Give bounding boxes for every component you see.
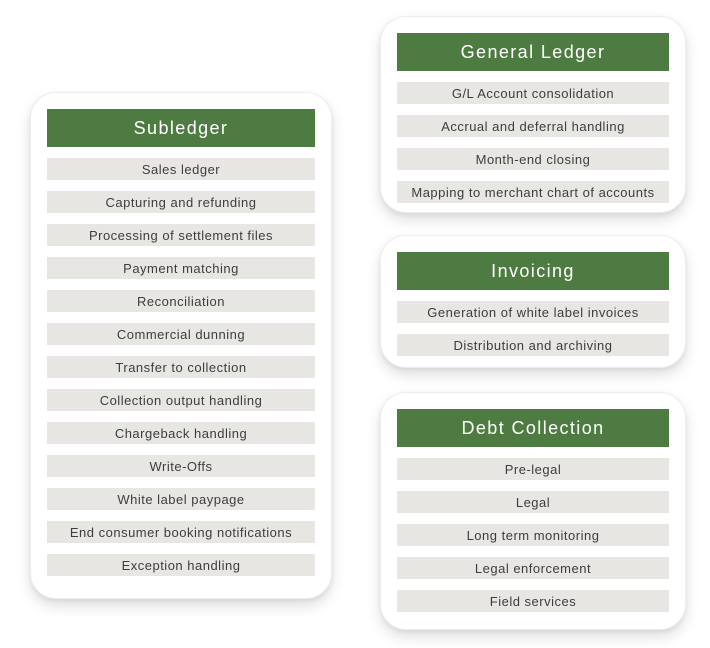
process-item: Transfer to collection xyxy=(47,356,315,378)
process-item: Legal xyxy=(397,491,669,513)
process-item: Field services xyxy=(397,590,669,612)
process-item: Exception handling xyxy=(47,554,315,576)
card-general-ledger: General Ledger G/L Account consolidation… xyxy=(380,16,686,213)
process-item: Accrual and deferral handling xyxy=(397,115,669,137)
card-title-invoicing: Invoicing xyxy=(397,252,669,290)
process-item: End consumer booking notifications xyxy=(47,521,315,543)
process-item: Distribution and archiving xyxy=(397,334,669,356)
card-subledger: Subledger Sales ledger Capturing and ref… xyxy=(30,92,332,599)
process-item: White label paypage xyxy=(47,488,315,510)
process-item: Collection output handling xyxy=(47,389,315,411)
card-title-subledger: Subledger xyxy=(47,109,315,147)
card-title-general-ledger: General Ledger xyxy=(397,33,669,71)
process-item: Pre-legal xyxy=(397,458,669,480)
card-title-debt-collection: Debt Collection xyxy=(397,409,669,447)
process-item: Generation of white label invoices xyxy=(397,301,669,323)
process-item: Sales ledger xyxy=(47,158,315,180)
process-item: G/L Account consolidation xyxy=(397,82,669,104)
process-item: Month-end closing xyxy=(397,148,669,170)
process-item: Chargeback handling xyxy=(47,422,315,444)
process-item: Capturing and refunding xyxy=(47,191,315,213)
process-item: Long term monitoring xyxy=(397,524,669,546)
process-item: Reconciliation xyxy=(47,290,315,312)
process-item: Processing of settlement files xyxy=(47,224,315,246)
card-debt-collection: Debt Collection Pre-legal Legal Long ter… xyxy=(380,392,686,630)
process-item: Write-Offs xyxy=(47,455,315,477)
process-item: Payment matching xyxy=(47,257,315,279)
card-invoicing: Invoicing Generation of white label invo… xyxy=(380,235,686,368)
process-item: Mapping to merchant chart of accounts xyxy=(397,181,669,203)
process-item: Commercial dunning xyxy=(47,323,315,345)
process-item: Legal enforcement xyxy=(397,557,669,579)
